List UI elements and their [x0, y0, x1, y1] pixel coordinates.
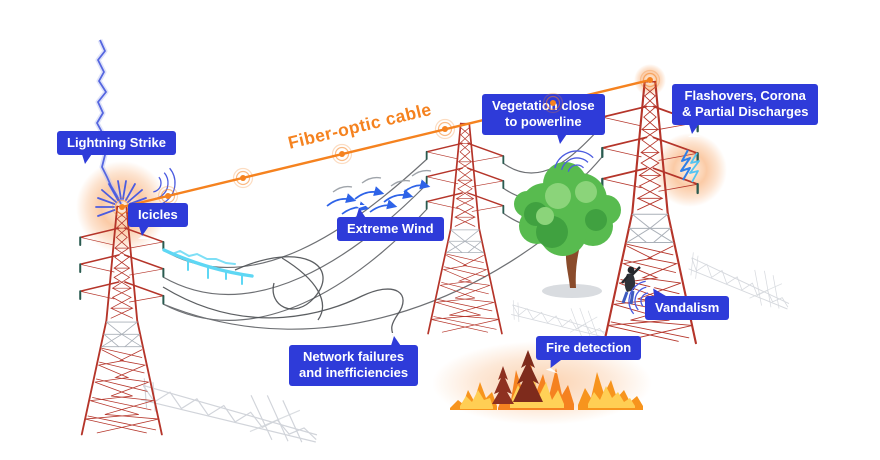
wind-arrows-icon	[326, 169, 432, 215]
label-lightning-strike: Lightning Strike	[57, 131, 176, 168]
label-tail	[81, 151, 94, 168]
sensor-node-icon	[434, 118, 456, 140]
label-network-failures: Network failures and inefficiencies	[289, 333, 419, 386]
vandal-icon	[621, 266, 641, 305]
label-extreme-wind: Extreme Wind	[337, 205, 444, 242]
label-fire-detection: Fire detection	[536, 336, 642, 374]
fallen-tower-shadow-left	[137, 375, 323, 448]
fallen-tower-shadow-middle	[509, 298, 610, 341]
label-tail	[555, 130, 569, 147]
label-tail	[389, 333, 403, 349]
fire-icon	[432, 341, 652, 425]
label-tail	[138, 223, 151, 240]
flashover-glow-icon	[653, 133, 727, 207]
label-tail	[688, 120, 701, 137]
lightning-bolt-icon	[94, 38, 124, 206]
label-icicles: Icicles	[128, 203, 188, 240]
label-vandalism: Vandalism	[645, 282, 730, 321]
sensor-node-icon	[232, 167, 254, 189]
label-flashovers-corona-partial-discharges: Flashovers, Corona & Partial Discharges	[672, 84, 819, 137]
sensor-node-icon	[639, 69, 661, 91]
signal-waves-vandal-icon	[628, 280, 670, 322]
flashover-sparks-icon	[680, 149, 700, 183]
fallen-wires-icon	[162, 256, 404, 336]
sensor-node-icon	[331, 143, 353, 165]
label-vegetation-close-to-powerline: Vegetation close to powerline	[482, 94, 605, 147]
label-tail	[355, 205, 368, 221]
icicles-icon	[162, 248, 254, 285]
sensor-node-icon	[542, 92, 564, 114]
tree-icon	[514, 162, 621, 298]
